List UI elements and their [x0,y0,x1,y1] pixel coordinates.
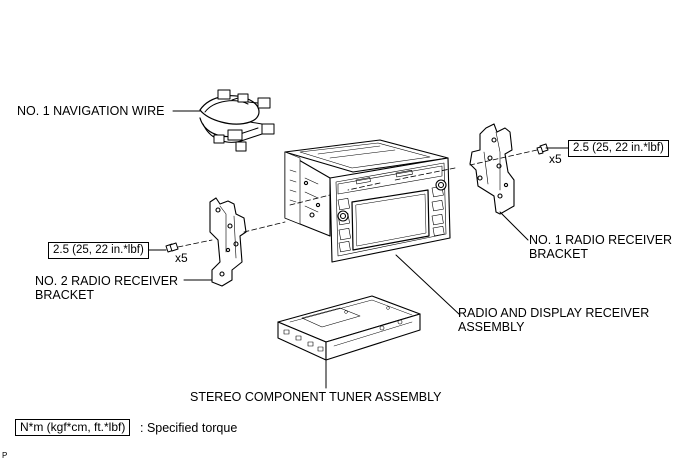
radio-receiver-illustration [284,139,451,263]
torque-spec-right: 2.5 (25, 22 in.*lbf) [568,140,669,157]
navigation-wire-illustration [199,89,275,152]
corner-mark: P [2,451,8,460]
radio-leader [395,254,461,316]
alignment-line-left [177,194,331,248]
legend-description: : Specified torque [140,421,238,435]
legend-unit-box: N*m (kgf*cm, ft.*lbf) [15,419,131,436]
torque-spec-left: 2.5 (25, 22 in.*lbf) [48,242,149,259]
label-tuner: STEREO COMPONENT TUNER ASSEMBLY [190,390,442,404]
bolt-qty-left: x5 [175,251,188,265]
label-bracket-no2-line1: NO. 2 RADIO RECEIVER [35,274,179,288]
label-bracket-no1-line2: BRACKET [529,247,589,261]
label-radio-line1: RADIO AND DISPLAY RECEIVER [458,306,650,320]
label-bracket-no1-line1: NO. 1 RADIO RECEIVER [529,233,673,247]
bracket1-leader [499,211,529,241]
bracket-no2-illustration [209,197,247,287]
label-radio-line2: ASSEMBLY [458,320,525,334]
bolt-qty-right: x5 [549,152,562,166]
bolt-left-icon [165,242,179,253]
tuner-illustration [277,295,421,361]
label-navigation-wire: NO. 1 NAVIGATION WIRE [17,104,165,118]
label-bracket-no2-line2: BRACKET [35,288,95,302]
bracket-no1-illustration [469,123,515,215]
alignment-line-right [347,149,538,191]
bolt-right-icon [536,143,549,155]
